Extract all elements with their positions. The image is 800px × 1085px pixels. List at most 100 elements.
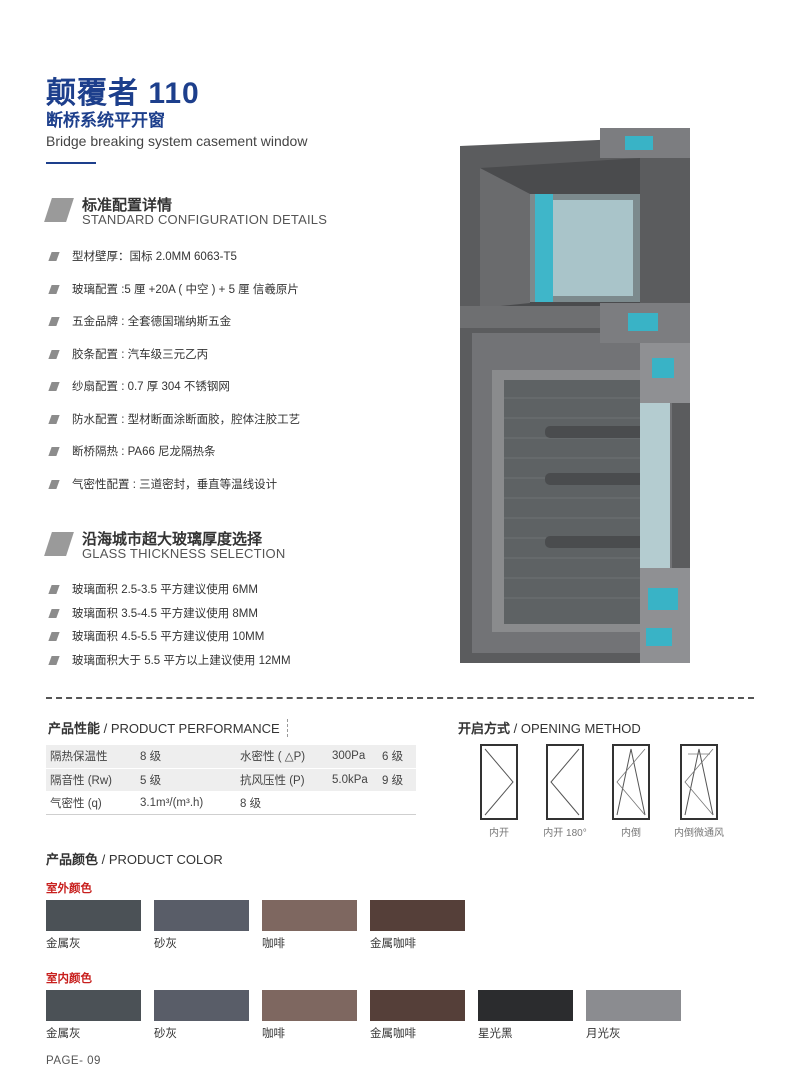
section-marker-icon	[44, 532, 74, 556]
table-cell: 5.0kPa	[328, 767, 378, 791]
title-underline	[46, 162, 96, 164]
color-swatch-label: 金属咖啡	[370, 1028, 416, 1040]
color-swatch	[262, 990, 357, 1021]
list-item-text: 防水配置 : 型材断面涂断面胶，腔体注胶工艺	[72, 413, 301, 426]
table-cell	[378, 790, 416, 815]
section-marker-icon	[44, 198, 74, 222]
glass-selection-heading-en: GLASS THICKNESS SELECTION	[82, 546, 286, 561]
color-heading: 产品颜色 / PRODUCT COLOR	[46, 849, 223, 868]
opening-tilt-vent-icon	[680, 744, 720, 820]
heading-separator: /	[513, 721, 521, 736]
bullet-icon	[48, 284, 60, 294]
performance-heading: 产品性能 / PRODUCT PERFORMANCE	[48, 718, 289, 737]
list-item: 气密性配置 : 三道密封，垂直等温线设计	[48, 476, 278, 492]
table-cell: 9 级	[378, 767, 416, 791]
list-item-text: 玻璃面积 2.5-3.5 平方建议使用 6MM	[72, 584, 258, 596]
exterior-color-label: 室外颜色	[46, 883, 92, 895]
list-item: 玻璃面积大于 5.5 平方以上建议使用 12MM	[48, 652, 291, 668]
list-item: 纱扇配置 : 0.7 厚 304 不锈钢网	[48, 378, 230, 394]
opening-label: 内开 180°	[543, 828, 587, 839]
page-title: 颠覆者 110	[46, 77, 200, 110]
bullet-icon	[48, 632, 60, 641]
list-item: 胶条配置 : 汽车级三元乙丙	[48, 346, 209, 362]
color-swatch-label: 月光灰	[586, 1028, 621, 1040]
list-item: 玻璃面积 2.5-3.5 平方建议使用 6MM	[48, 581, 258, 597]
list-item-text: 五金品牌 : 全套德国瑞纳斯五金	[72, 316, 232, 328]
standard-config-heading-zh: 标准配置详情	[82, 197, 173, 214]
heading-separator: /	[101, 852, 109, 867]
opening-tilt-icon	[612, 744, 652, 820]
color-swatch-label: 金属灰	[46, 1028, 81, 1040]
bullet-icon	[48, 252, 60, 261]
standard-config-heading-en: STANDARD CONFIGURATION DETAILS	[82, 212, 328, 227]
opening-heading-zh: 开启方式	[458, 721, 511, 736]
list-item: 五金品牌 : 全套德国瑞纳斯五金	[48, 313, 232, 329]
opening-heading: 开启方式 / OPENING METHOD	[458, 718, 641, 737]
color-swatch-label: 星光黑	[478, 1028, 513, 1040]
interior-color-label: 室内颜色	[46, 973, 92, 985]
list-item: 玻璃面积 4.5-5.5 平方建议使用 10MM	[48, 628, 265, 644]
color-swatch-label: 金属灰	[46, 938, 81, 950]
table-cell: 5 级	[136, 767, 236, 791]
opening-label: 内倒	[621, 828, 641, 839]
table-cell	[328, 790, 378, 815]
list-item: 玻璃配置 :5 厘 +20A ( 中空 ) + 5 厘 信羲原片	[48, 281, 299, 297]
table-cell: 隔热保温性	[46, 745, 136, 768]
list-item-text: 玻璃面积 4.5-5.5 平方建议使用 10MM	[72, 631, 265, 643]
table-cell: 300Pa	[328, 745, 378, 768]
color-heading-en: PRODUCT COLOR	[108, 852, 223, 867]
bullet-icon	[48, 608, 60, 618]
bullet-icon	[48, 317, 60, 326]
opening-inward-icon	[480, 744, 520, 820]
list-item: 断桥隔热 : PA66 尼龙隔热条	[48, 443, 216, 459]
bullet-icon	[48, 479, 60, 489]
bullet-icon	[48, 382, 60, 391]
list-item-text: 胶条配置 : 汽车级三元乙丙	[72, 348, 209, 361]
color-swatch	[262, 900, 357, 931]
list-item-text: 玻璃面积大于 5.5 平方以上建议使用 12MM	[72, 654, 291, 667]
color-swatch	[478, 990, 573, 1021]
list-item-text: 玻璃面积 3.5-4.5 平方建议使用 8MM	[72, 607, 258, 620]
list-item-text: 玻璃配置 :5 厘 +20A ( 中空 ) + 5 厘 信羲原片	[72, 283, 299, 296]
bullet-icon	[48, 414, 60, 424]
color-swatch-label: 砂灰	[154, 1028, 177, 1040]
color-swatch	[154, 990, 249, 1021]
color-swatch-label: 咖啡	[262, 938, 285, 950]
list-item-text: 气密性配置 : 三道密封，垂直等温线设计	[72, 478, 278, 491]
list-item-text: 断桥隔热 : PA66 尼龙隔热条	[72, 446, 216, 458]
bullet-icon	[48, 585, 60, 594]
glass-selection-heading-zh: 沿海城市超大玻璃厚度选择	[82, 531, 263, 548]
page-subtitle: 断桥系统平开窗	[46, 111, 165, 130]
performance-heading-zh: 产品性能	[48, 721, 101, 736]
list-item: 型材壁厚：国标 2.0MM 6063-T5	[48, 248, 237, 264]
color-swatch-label: 金属咖啡	[370, 938, 416, 950]
bullet-icon	[48, 349, 60, 359]
table-cell: 3.1m³/(m³.h)	[136, 790, 236, 815]
opening-heading-en: OPENING METHOD	[520, 721, 641, 736]
page-subtitle-en: Bridge breaking system casement window	[46, 133, 308, 149]
opening-inward-180-icon	[546, 744, 586, 820]
list-item: 玻璃面积 3.5-4.5 平方建议使用 8MM	[48, 605, 258, 621]
window-product-image	[460, 128, 690, 663]
color-swatch-label: 咖啡	[262, 1028, 285, 1040]
color-swatch	[154, 900, 249, 931]
color-swatch	[370, 990, 465, 1021]
table-cell: 8 级	[136, 745, 236, 768]
color-swatch	[46, 900, 141, 931]
heading-separator: /	[103, 721, 111, 736]
table-cell: 抗风压性 (P)	[236, 767, 328, 791]
opening-label: 内开	[489, 828, 509, 839]
bullet-icon	[48, 655, 60, 665]
list-item-text: 型材壁厚：国标 2.0MM 6063-T5	[72, 251, 237, 263]
table-cell: 气密性 (q)	[46, 790, 136, 815]
heading-tick	[287, 719, 289, 737]
table-cell: 6 级	[378, 745, 416, 768]
color-heading-zh: 产品颜色	[46, 852, 99, 867]
color-swatch	[586, 990, 681, 1021]
performance-heading-en: PRODUCT PERFORMANCE	[110, 721, 280, 736]
table-cell: 8 级	[236, 790, 328, 815]
color-swatch	[46, 990, 141, 1021]
